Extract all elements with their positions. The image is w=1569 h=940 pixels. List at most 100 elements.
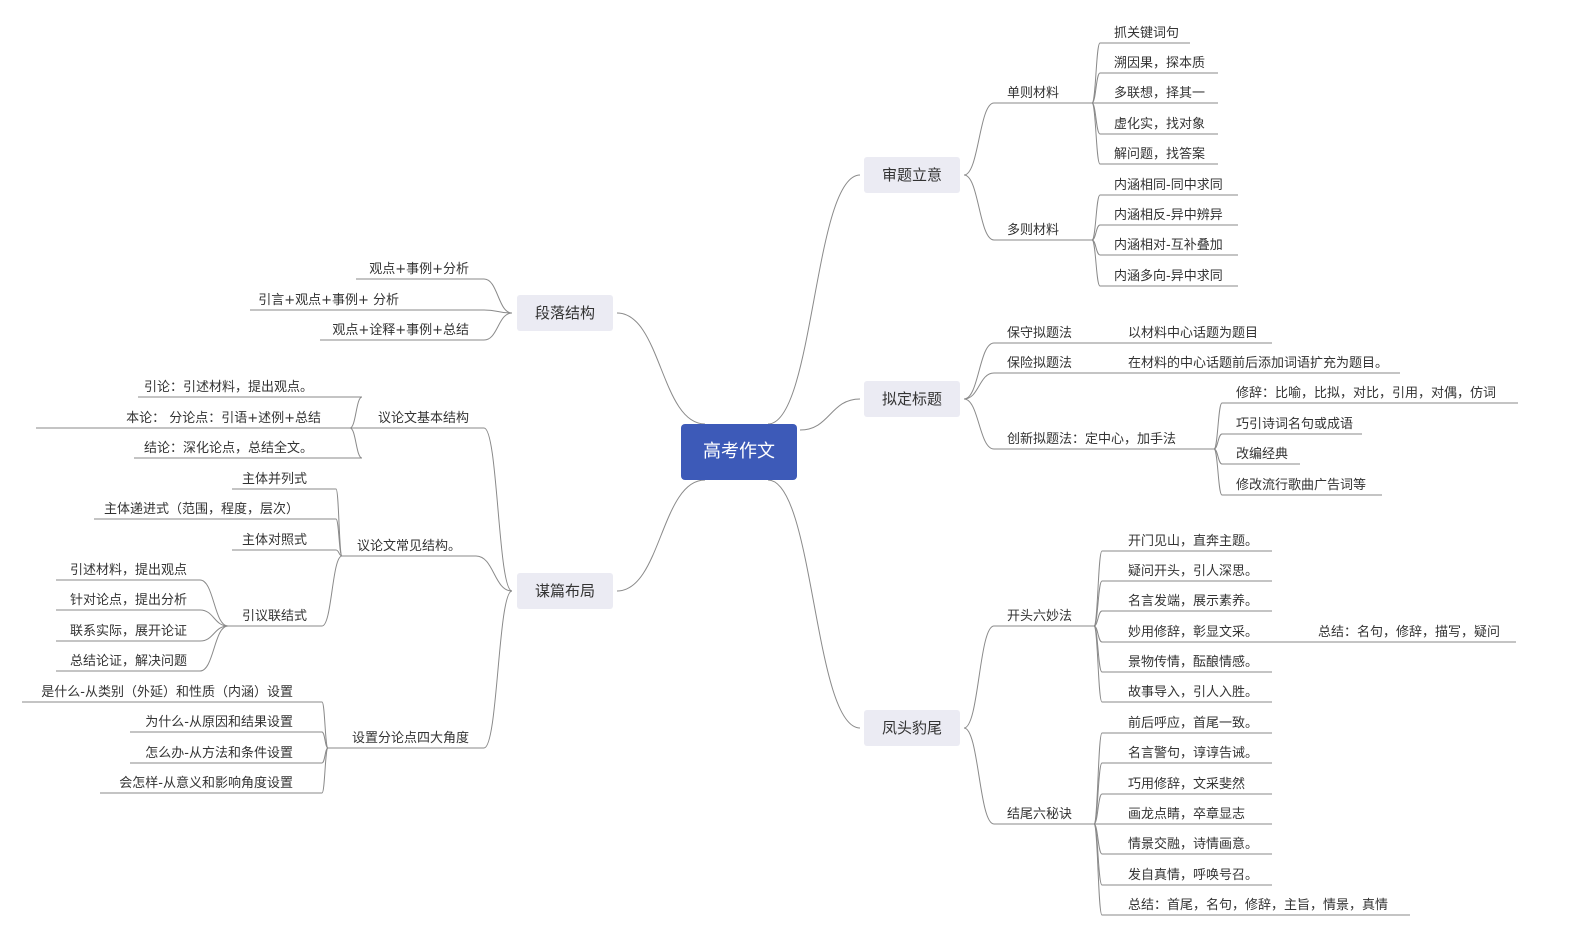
- leaf-item[interactable]: 开门见山，直奔主题。: [1128, 534, 1259, 549]
- connector: [1213, 433, 1223, 450]
- leaf-item[interactable]: 溯因果，探本质: [1114, 56, 1206, 71]
- connector: [963, 727, 995, 825]
- leaf-item[interactable]: 针对论点，提出分析: [69, 593, 187, 608]
- leaf-item[interactable]: 景物传情，酝酿情感。: [1128, 655, 1259, 670]
- connector: [1091, 102, 1101, 165]
- connector: [1091, 42, 1101, 104]
- subtopic-duoze[interactable]: 多则材料: [1007, 223, 1060, 238]
- connector: [1091, 224, 1101, 241]
- leaf-item[interactable]: 画龙点睛，卒章显志: [1128, 807, 1246, 822]
- connector: [1213, 448, 1223, 496]
- subtopic-yiyi[interactable]: 引议联结式: [241, 609, 307, 624]
- leaf-item[interactable]: 观点+事例+分析: [369, 262, 469, 277]
- connector: [335, 488, 343, 557]
- topic-duanluo[interactable]: 段落结构: [516, 295, 614, 331]
- connector: [1093, 625, 1103, 703]
- topic-moupian[interactable]: 谋篇布局: [516, 573, 614, 609]
- subtopic-baoxian[interactable]: 保险拟题法: [1007, 356, 1073, 371]
- leaf-item[interactable]: 以材料中心话题为题目: [1128, 326, 1259, 341]
- subtopic-jiewei[interactable]: 结尾六秘诀: [1007, 807, 1073, 822]
- leaf-item[interactable]: 妙用修辞，彰显文采。: [1128, 625, 1259, 640]
- connector: [1093, 823, 1103, 916]
- leaf-item[interactable]: 为什么-从原因和结果设置: [145, 715, 293, 730]
- leaf-item[interactable]: 是什么-从类别（外延）和性质（内涵）设置: [41, 685, 293, 700]
- leaf-item[interactable]: 会怎样-从意义和影响角度设置: [119, 776, 293, 791]
- leaf-item[interactable]: 巧用修辞，文采斐然: [1128, 777, 1246, 792]
- leaf-item[interactable]: 在材料的中心话题前后添加词语扩充为题目。: [1128, 356, 1389, 371]
- leaf-item[interactable]: 内涵多向-异中求同: [1114, 269, 1223, 284]
- leaf-item[interactable]: 名言发端，展示素养。: [1128, 594, 1259, 609]
- leaf-item[interactable]: 观点+诠释+事例+总结: [332, 323, 469, 338]
- connector: [483, 309, 513, 314]
- leaf-item[interactable]: 总结：首尾，名句，修辞，主旨，情景，真情: [1128, 898, 1389, 913]
- leaf-item[interactable]: 内涵相对-互补叠加: [1114, 238, 1223, 253]
- leaf-item[interactable]: 前后呼应，首尾一致。: [1128, 716, 1259, 731]
- subtopic-danze[interactable]: 单则材料: [1007, 86, 1060, 101]
- leaf-item[interactable]: 联系实际，展开论证: [69, 624, 187, 639]
- leaf-item[interactable]: 引论：引述材料，提出观点。: [143, 380, 313, 395]
- connector: [199, 625, 229, 642]
- leaf-item[interactable]: 疑问开头，引人深思。: [1128, 564, 1259, 579]
- leaf-item[interactable]: 主体递进式（范围，程度，层次）: [103, 502, 299, 517]
- topic-niding[interactable]: 拟定标题: [863, 381, 961, 417]
- leaf-item[interactable]: 修改流行歌曲广告词等: [1236, 478, 1367, 493]
- subtopic-changjian[interactable]: 议论文常见结构。: [356, 539, 461, 554]
- leaf-item[interactable]: 虚化实，找对象: [1114, 117, 1206, 132]
- connector: [616, 312, 706, 425]
- topic-shenti[interactable]: 审题立意: [863, 157, 961, 193]
- subtopic-fenlundian[interactable]: 设置分论点四大角度: [351, 731, 469, 746]
- connector: [767, 479, 861, 729]
- connector: [199, 579, 229, 627]
- connector: [199, 609, 229, 627]
- connector: [963, 398, 995, 450]
- leaf-item[interactable]: 巧引诗词名句或成语: [1236, 417, 1354, 432]
- leaf-item[interactable]: 内涵相同-同中求同: [1114, 178, 1223, 193]
- leaf-item[interactable]: 发自真情，呼唤号召。: [1128, 868, 1259, 883]
- connector: [483, 427, 513, 592]
- connector: [321, 731, 329, 749]
- leaf-item[interactable]: 解问题，找答案: [1114, 147, 1206, 162]
- leaf-item[interactable]: 总结论证，解决问题: [69, 654, 187, 669]
- connector: [963, 342, 995, 400]
- connector: [483, 590, 513, 749]
- leaf-item[interactable]: 引述材料，提出观点: [69, 563, 187, 578]
- connector: [1091, 72, 1101, 104]
- subtopic-baoshou[interactable]: 保守拟题法: [1007, 326, 1073, 341]
- connector: [321, 747, 329, 794]
- leaf-item[interactable]: 故事导入，引人入胜。: [1128, 685, 1259, 700]
- leaf-item[interactable]: 修辞：比喻，比拟，对比，引用，对偶，仿词: [1236, 386, 1497, 401]
- leaf-item[interactable]: 引言+观点+事例+ 分析: [258, 293, 399, 308]
- connector: [1093, 550, 1103, 627]
- leaf-item[interactable]: 改编经典: [1236, 447, 1289, 462]
- leaf-item[interactable]: 内涵相反-异中辨异: [1114, 208, 1223, 223]
- subtopic-chuangxin[interactable]: 创新拟题法：定中心，加手法: [1007, 432, 1177, 447]
- leaf-item[interactable]: 本论： 分论点：引语+述例+总结: [126, 411, 321, 426]
- connector: [1093, 580, 1103, 627]
- subtopic-jiben[interactable]: 议论文基本结构: [377, 411, 469, 426]
- leaf-summary[interactable]: 总结：名句，修辞，描写，疑问: [1318, 625, 1501, 640]
- connector: [349, 427, 363, 459]
- connector: [963, 372, 995, 400]
- connector: [321, 701, 329, 749]
- connector: [1093, 610, 1103, 627]
- leaf-item[interactable]: 怎么办-从方法和条件设置: [145, 746, 293, 761]
- leaf-item[interactable]: 抓关键词句: [1114, 26, 1180, 41]
- connector: [321, 555, 343, 627]
- connector: [767, 174, 861, 425]
- root-node[interactable]: 高考作文: [681, 424, 797, 480]
- leaf-item[interactable]: 结论：深化论点，总结全文。: [143, 441, 313, 456]
- connector: [963, 174, 995, 241]
- connector: [335, 518, 343, 557]
- leaf-item[interactable]: 多联想，择其一: [1114, 86, 1206, 101]
- leaf-item[interactable]: 名言警句，谆谆告诫。: [1128, 746, 1259, 761]
- leaf-item[interactable]: 主体并列式: [241, 472, 307, 487]
- connector: [475, 555, 513, 592]
- connector: [1213, 402, 1223, 450]
- connector: [483, 312, 513, 341]
- leaf-item[interactable]: 主体对照式: [241, 533, 307, 548]
- topic-fengtou[interactable]: 凤头豹尾: [863, 710, 961, 746]
- subtopic-kaitou[interactable]: 开头六妙法: [1007, 609, 1073, 624]
- connector: [1093, 793, 1103, 825]
- connector: [199, 625, 229, 672]
- leaf-item[interactable]: 情景交融，诗情画意。: [1128, 837, 1259, 852]
